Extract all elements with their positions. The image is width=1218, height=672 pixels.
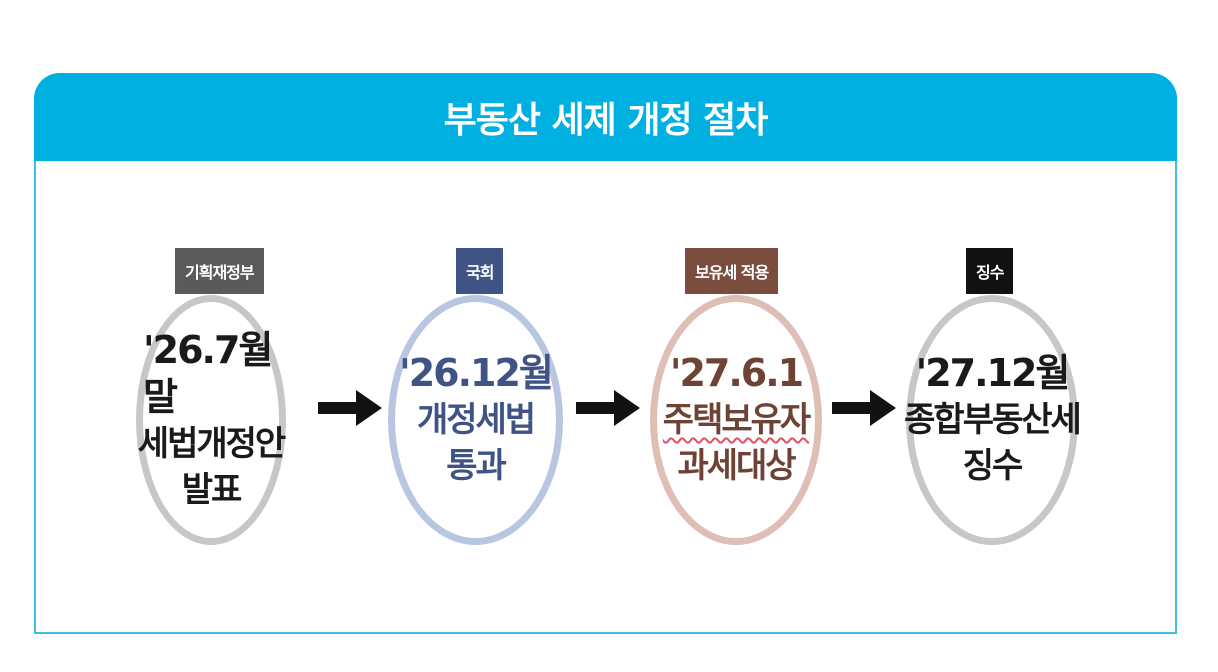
step-4-agency-tag: 징수 — [966, 248, 1014, 294]
step-2-agency-tag: 국회 — [456, 248, 504, 294]
arrow-right-icon — [832, 390, 896, 426]
step-1-agency-label: 기획재정부 — [185, 263, 255, 282]
step-2-date: '26.12월 — [399, 351, 554, 396]
arrow-right-icon — [576, 390, 640, 426]
step-1-agency-tag: 기획재정부 — [175, 248, 264, 294]
step-1-date: '26.7월말 — [143, 327, 273, 420]
step-4-date: '27.12월 — [915, 351, 1071, 396]
step-3-date: '27.6.1 — [669, 351, 804, 396]
arrow-right-icon — [318, 390, 382, 426]
step-4-circle: '27.12월 종합부동산세 징수 — [904, 295, 1082, 545]
step-2-line-2: 통과 — [446, 445, 507, 486]
step-3-agency-label: 보유세 적용 — [695, 263, 769, 282]
step-3-agency-tag: 보유세 적용 — [685, 248, 779, 294]
step-2-circle: '26.12월 개정세법 통과 — [388, 295, 563, 545]
step-3-line-2: 과세대상 — [677, 445, 796, 486]
step-3-line-1: 주택보유자 — [662, 399, 811, 440]
step-2-agency-label: 국회 — [466, 263, 494, 282]
step-1-line-1: 세법개정안 — [137, 423, 286, 464]
step-2-line-1: 개정세법 — [416, 399, 536, 440]
page-title: 부동산 세제 개정 절차 — [443, 100, 769, 141]
step-4-agency-label: 징수 — [976, 263, 1004, 282]
step-1-circle: '26.7월말 세법개정안 발표 — [136, 295, 286, 545]
step-4-line-2: 징수 — [962, 445, 1024, 486]
title-banner: 부동산 세제 개정 절차 — [34, 73, 1177, 161]
step-4-line-1: 종합부동산세 — [904, 399, 1082, 440]
step-3-circle: '27.6.1 주택보유자 과세대상 — [650, 295, 822, 545]
step-1-line-2: 발표 — [181, 469, 243, 510]
